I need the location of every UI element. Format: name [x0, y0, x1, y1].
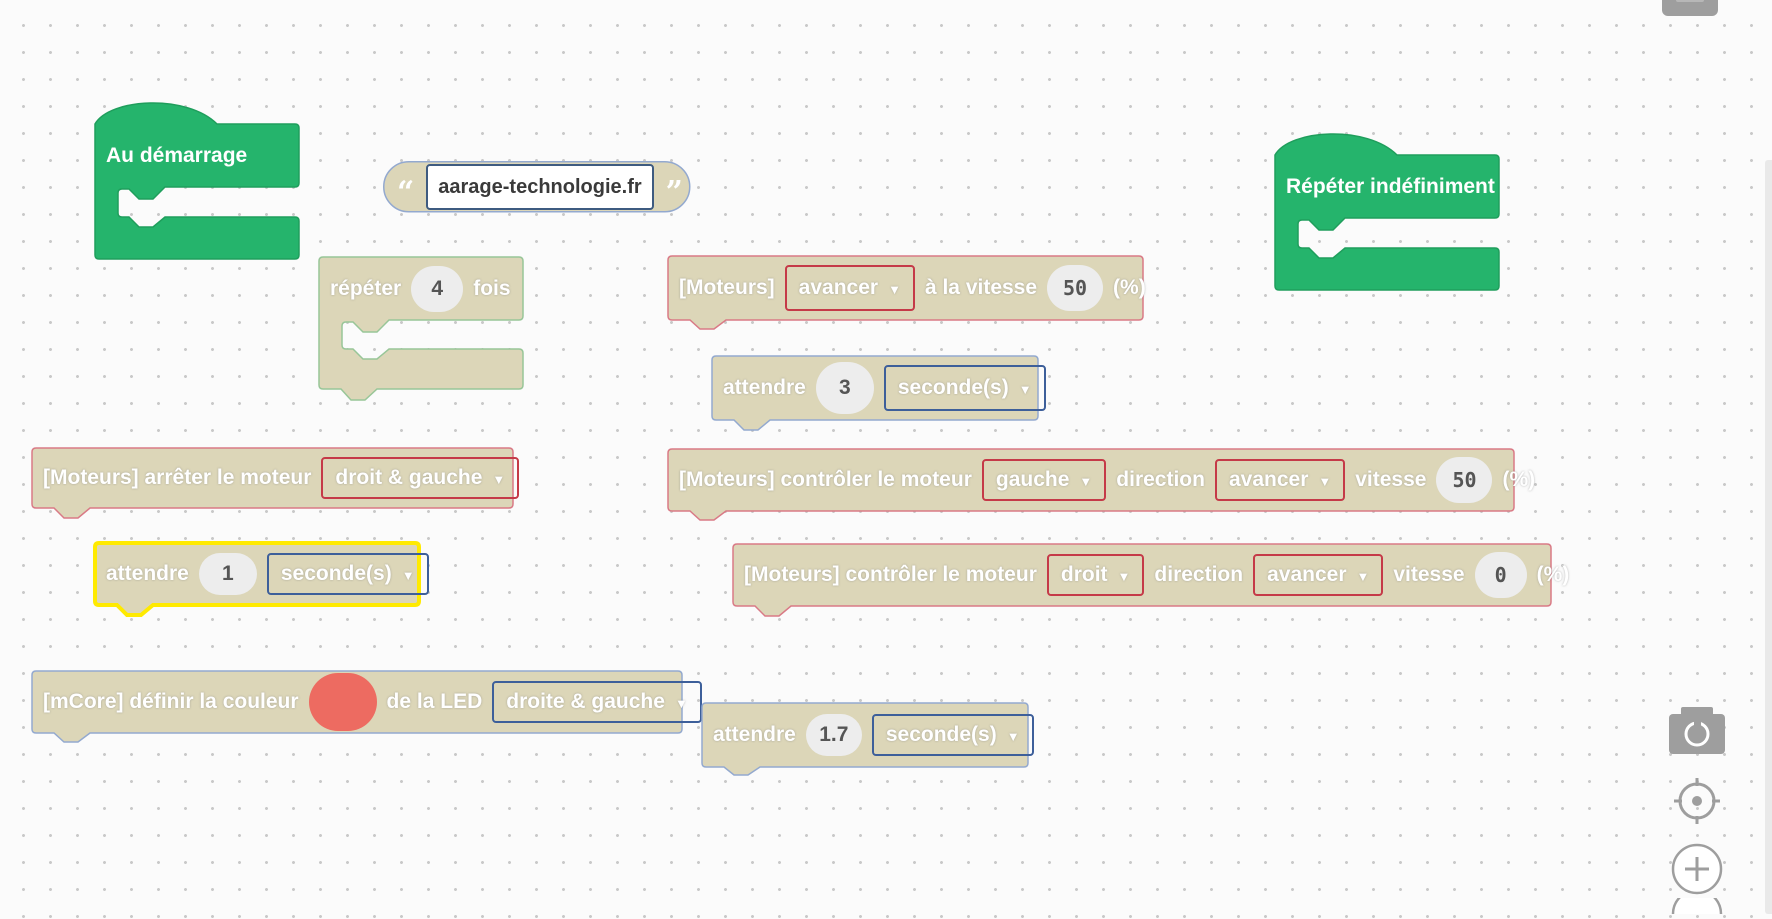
chevron-down-icon: ▼	[1079, 473, 1093, 489]
on-start-label: Au démarrage	[106, 144, 248, 167]
chevron-down-icon: ▼	[1117, 568, 1131, 584]
percent-label: (%)	[1113, 276, 1146, 299]
led-target-value: droite & gauche	[506, 690, 665, 713]
speed-label: vitesse	[1393, 563, 1465, 586]
motors-forward-label: [Moteurs]	[679, 276, 775, 299]
block-wait-1-7[interactable]: attendre 1.7 seconde(s) ▼	[701, 702, 1049, 777]
repeat-label: répéter	[330, 276, 402, 300]
block-shape	[711, 355, 1039, 431]
wait-label: attendre	[723, 376, 806, 399]
motor-select-value: droit & gauche	[335, 466, 483, 489]
wait-value-input[interactable]: 1.7	[805, 714, 862, 756]
percent-label: (%)	[1502, 468, 1536, 491]
time-unit-value: seconde(s)	[280, 562, 392, 585]
led-label: de la LED	[386, 690, 483, 713]
repeat-times-label: fois	[473, 276, 511, 300]
speed-label: à la vitesse	[924, 276, 1038, 299]
zoom-in-icon[interactable]	[1670, 842, 1724, 896]
chevron-down-icon: ▼	[401, 567, 415, 583]
motor-select-value: gauche	[995, 468, 1070, 491]
direction-value: avancer	[1267, 563, 1347, 586]
motor-control-label: [Moteurs] contrôler le moteur	[744, 563, 1037, 586]
motor-control-label: [Moteurs] contrôler le moteur	[679, 468, 972, 491]
time-unit-value: seconde(s)	[885, 723, 997, 746]
chevron-down-icon: ▼	[1006, 728, 1020, 744]
percent-label: (%)	[1536, 563, 1570, 586]
led-color-label: [mCore] définir la couleur	[43, 690, 299, 713]
block-string-literal[interactable]: “ aarage-technologie.fr ”	[383, 161, 701, 213]
direction-value: avancer	[1228, 468, 1309, 491]
chevron-down-icon: ▼	[1356, 568, 1370, 584]
wait-value-input[interactable]: 1	[198, 553, 257, 595]
direction-dropdown[interactable]: avancer ▼	[784, 265, 915, 311]
time-unit-dropdown[interactable]: seconde(s) ▼	[871, 714, 1034, 756]
wait-label: attendre	[106, 562, 189, 585]
motor-select-dropdown[interactable]: gauche ▼	[981, 459, 1107, 501]
speed-input[interactable]: 50	[1436, 457, 1493, 503]
wait-value-input[interactable]: 3	[815, 362, 874, 414]
wait-label: attendre	[713, 723, 796, 746]
trash-icon[interactable]	[1660, 0, 1720, 18]
target-icon[interactable]	[1672, 776, 1722, 826]
chevron-down-icon: ▼	[674, 695, 688, 711]
led-target-dropdown[interactable]: droite & gauche ▼	[492, 681, 702, 723]
time-unit-dropdown[interactable]: seconde(s) ▼	[883, 365, 1046, 411]
block-shape	[1274, 133, 1500, 291]
speed-input[interactable]: 0	[1474, 552, 1527, 598]
block-shape	[732, 543, 1552, 617]
camera-icon[interactable]	[1668, 705, 1726, 755]
block-repeat[interactable]: répéter 4 fois	[318, 256, 526, 402]
vertical-scrollbar[interactable]	[1765, 160, 1772, 914]
block-wait-3[interactable]: attendre 3 seconde(s) ▼	[711, 355, 1061, 432]
block-shape	[31, 447, 514, 519]
time-unit-value: seconde(s)	[897, 376, 1009, 399]
direction-label: direction	[1116, 468, 1205, 491]
color-picker[interactable]	[308, 673, 377, 731]
time-unit-dropdown[interactable]: seconde(s) ▼	[266, 553, 429, 595]
chevron-down-icon: ▼	[492, 471, 506, 487]
speed-label: vitesse	[1355, 468, 1427, 491]
block-shape	[94, 102, 300, 260]
block-wait-1-selected[interactable]: attendre 1 seconde(s) ▼	[93, 541, 444, 619]
block-shape	[667, 448, 1515, 521]
block-forever[interactable]: Répéter indéfiniment	[1274, 133, 1510, 292]
forever-label: Répéter indéfiniment	[1286, 175, 1495, 198]
motors-stop-label: [Moteurs] arrêter le moteur	[43, 466, 312, 489]
motor-select-value: droit	[1060, 563, 1108, 586]
block-shape	[701, 702, 1029, 776]
zoom-out-icon[interactable]	[1670, 888, 1724, 915]
direction-dropdown[interactable]: avancer ▼	[1253, 554, 1384, 596]
block-motors-forward[interactable]: [Moteurs] avancer ▼ à la vitesse 50 (%)	[667, 255, 1161, 331]
motor-select-dropdown[interactable]: droit & gauche ▼	[321, 457, 520, 499]
speed-input[interactable]: 50	[1047, 265, 1104, 311]
direction-label: direction	[1154, 563, 1244, 586]
open-quote: “	[397, 175, 415, 210]
block-motor-control-left[interactable]: [Moteurs] contrôler le moteur gauche ▼ d…	[667, 448, 1550, 521]
block-shape	[318, 256, 524, 401]
chevron-down-icon: ▼	[1018, 381, 1032, 397]
chevron-down-icon: ▼	[1318, 473, 1332, 489]
block-on-start[interactable]: Au démarrage	[94, 102, 301, 261]
direction-value: avancer	[798, 276, 879, 299]
repeat-count-input[interactable]: 4	[411, 265, 464, 312]
string-input[interactable]: aarage-technologie.fr	[426, 164, 654, 210]
block-motor-control-right[interactable]: [Moteurs] contrôler le moteur droit ▼ di…	[732, 543, 1584, 618]
block-motors-stop[interactable]: [Moteurs] arrêter le moteur droit & gauc…	[31, 447, 534, 520]
direction-dropdown[interactable]: avancer ▼	[1214, 459, 1346, 501]
motor-select-dropdown[interactable]: droit ▼	[1046, 554, 1145, 596]
block-led-color[interactable]: [mCore] définir la couleur de la LED dro…	[31, 670, 717, 743]
block-shape	[93, 541, 421, 617]
chevron-down-icon: ▼	[888, 281, 901, 297]
close-quote: ”	[665, 175, 683, 210]
